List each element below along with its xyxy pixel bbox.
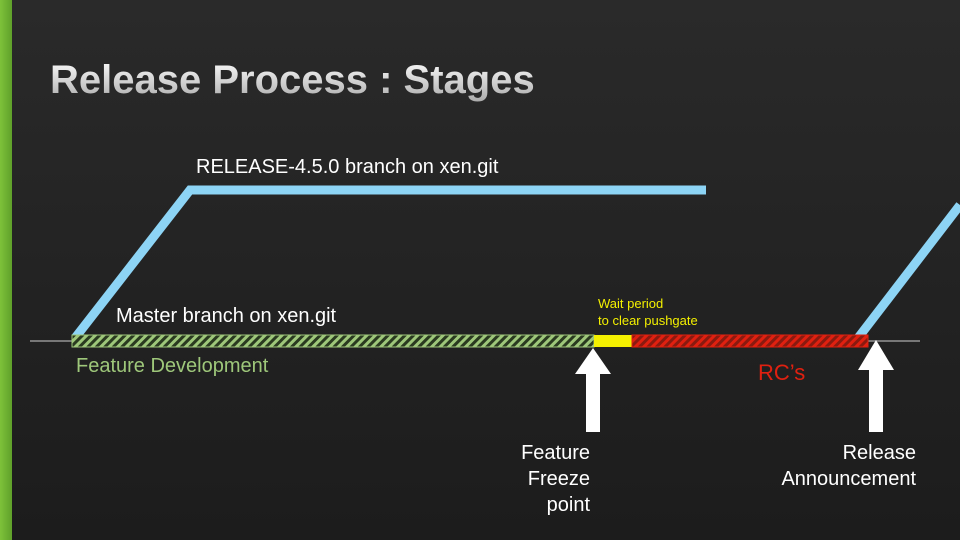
feature-development-bar [71,334,595,348]
wait-period-label-2: to clear pushgate [598,313,698,328]
rc-bar [631,334,869,348]
slide-title: Release Process : Stages [50,58,535,102]
release-branch-line [71,185,706,341]
release-announcement-label: Release Announcement [781,440,916,492]
feature-freeze-line: Freeze [527,468,590,490]
wait-period-label-1: Wait period [598,296,664,311]
feature-freeze-label: Feature Freeze point [521,440,590,518]
release-branch-label: RELEASE-4.5.0 branch on xen.git [196,156,499,178]
release-line: Release [842,442,916,464]
accent-bar [0,0,12,540]
feature-freeze-line: Feature [521,442,590,464]
release-line: Announcement [781,468,916,490]
rcs-label: RC’s [758,360,806,385]
feature-freeze-line: point [546,494,590,516]
master-branch-label: Master branch on xen.git [116,305,337,327]
wait-period-bar [594,335,632,347]
feature-development-label: Feature Development [76,355,269,377]
next-branch-line [854,202,960,341]
release-arrow-icon [858,340,894,432]
feature-freeze-arrow-icon [575,348,611,432]
